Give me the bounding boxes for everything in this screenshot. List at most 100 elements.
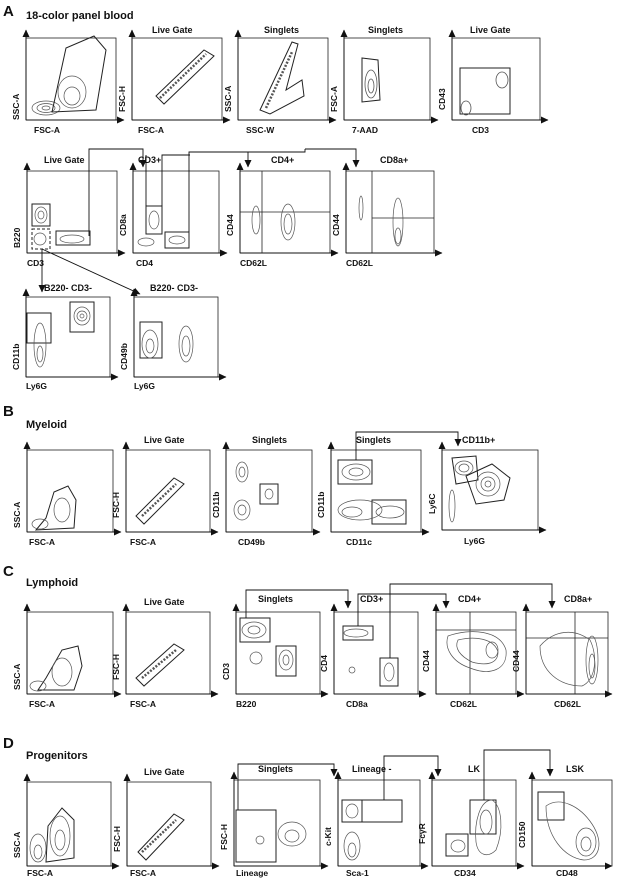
plot-a2-4-xlabel: CD62L — [346, 258, 373, 268]
plot-d-2: Live Gate FSC-A FSC-H — [112, 767, 220, 878]
plot-a2-3-ylabel: CD44 — [225, 214, 235, 236]
plot-a1-1: FSC-A SSC-A — [11, 29, 125, 135]
plot-c-2-xlabel: FSC-A — [130, 699, 156, 709]
plot-a2-1-ylabel: B220 — [12, 227, 22, 248]
connectors-b — [355, 431, 462, 460]
plot-b-4-gate: Singlets — [356, 435, 391, 445]
plot-c-5-ylabel: CD44 — [421, 650, 431, 672]
plot-b-2-gate: Live Gate — [144, 435, 185, 445]
panel-label-d: D — [3, 735, 14, 752]
plot-b-3: Singlets CD49b CD11b — [211, 435, 321, 547]
plot-d-4-gate: Lineage - — [352, 764, 392, 774]
plot-d-1-xlabel: FSC-A — [27, 868, 53, 878]
plot-a1-5-gate: Live Gate — [470, 25, 511, 35]
plot-d-3-xlabel: Lineage — [236, 868, 268, 878]
plot-a1-2-gate: Live Gate — [152, 25, 193, 35]
plot-d-1-ylabel: SSC-A — [12, 832, 22, 858]
plot-c-4: CD3+ CD8a CD4 — [319, 594, 427, 709]
plot-b-5-ylabel: Ly6C — [427, 494, 437, 514]
plot-a1-5-xlabel: CD3 — [472, 125, 489, 135]
plot-b-1-xlabel: FSC-A — [29, 537, 55, 547]
plot-a2-3: CD4+ CD62L CD44 — [225, 155, 339, 268]
plot-a1-4-ylabel: FSC-A — [329, 86, 339, 112]
plot-a3-1-xlabel: Ly6G — [26, 381, 47, 391]
plot-c-1: FSC-A SSC-A — [12, 603, 122, 709]
plot-a2-2-gate: CD3+ — [138, 155, 161, 165]
plot-c-6-gate: CD8a+ — [564, 594, 592, 604]
plot-d-2-ylabel: FSC-H — [112, 826, 122, 852]
plot-d-4-xlabel: Sca-1 — [346, 868, 369, 878]
plot-c-4-gate: CD3+ — [360, 594, 383, 604]
plot-b-3-xlabel: CD49b — [238, 537, 265, 547]
plot-a3-1-gate: B220- CD3- — [44, 283, 92, 293]
plot-c-4-xlabel: CD8a — [346, 699, 368, 709]
plot-a3-1-ylabel: CD11b — [11, 344, 21, 370]
plot-c-6-ylabel: CD44 — [511, 650, 521, 672]
plot-c-3-gate: Singlets — [258, 594, 293, 604]
plot-b-4-xlabel: CD11c — [346, 537, 372, 547]
panel-label-a: A — [3, 3, 14, 20]
plot-d-2-xlabel: FSC-A — [130, 868, 156, 878]
plot-d-2-gate: Live Gate — [144, 767, 185, 777]
plot-a3-2: B220- CD3- Ly6G CD49b — [119, 283, 227, 391]
connectors-c — [245, 583, 556, 658]
plot-d-5-ylabel: FcγR — [417, 823, 427, 844]
plot-c-6-xlabel: CD62L — [554, 699, 581, 709]
connectors-a2 — [38, 148, 360, 295]
plot-c-6: CD8a+ CD62L CD44 — [511, 594, 613, 709]
plot-a1-1-ylabel: SSC-A — [11, 94, 21, 120]
plot-b-3-gate: Singlets — [252, 435, 287, 445]
plot-a1-2-xlabel: FSC-A — [138, 125, 164, 135]
plot-a2-3-xlabel: CD62L — [240, 258, 267, 268]
plot-c-3-xlabel: B220 — [236, 699, 257, 709]
plot-c-5-gate: CD4+ — [458, 594, 481, 604]
plot-d-4-ylabel: c-Kit — [323, 827, 333, 846]
plot-a1-5-ylabel: CD43 — [437, 88, 447, 110]
plot-c-4-ylabel: CD4 — [319, 655, 329, 672]
plot-b-2: Live Gate FSC-A FSC-H — [111, 435, 219, 547]
plot-b-4: Singlets CD11c CD11b — [316, 435, 430, 547]
plot-d-5-gate: LK — [468, 764, 480, 774]
plot-c-2-gate: Live Gate — [144, 597, 185, 607]
plot-a3-2-gate: B220- CD3- — [150, 283, 198, 293]
plot-a3-2-ylabel: CD49b — [119, 343, 129, 370]
plot-b-2-xlabel: FSC-A — [130, 537, 156, 547]
section-title-c: Lymphoid — [26, 577, 78, 589]
section-title-b: Myeloid — [26, 419, 67, 431]
plot-b-4-ylabel: CD11b — [316, 492, 326, 518]
plot-d-5: LK CD34 FcγR — [417, 764, 525, 878]
plot-a1-4: Singlets 7-AAD FSC-A — [329, 25, 439, 135]
plot-d-6-ylabel: CD150 — [517, 821, 527, 848]
plot-d-6-gate: LSK — [566, 764, 585, 774]
plot-a2-1-xlabel: CD3 — [27, 258, 44, 268]
plot-c-3-ylabel: CD3 — [221, 663, 231, 680]
plot-a1-3-xlabel: SSC-W — [246, 125, 275, 135]
plot-a3-2-xlabel: Ly6G — [134, 381, 155, 391]
plot-b-1: FSC-A SSC-A — [12, 441, 122, 547]
plot-b-5: CD11b+ Ly6G Ly6C — [427, 435, 547, 546]
plot-a2-3-gate: CD4+ — [271, 155, 294, 165]
plot-c-3: Singlets B220 CD3 — [221, 594, 329, 709]
plot-a2-4-gate: CD8a+ — [380, 155, 408, 165]
plot-a1-3-ylabel: SSC-A — [223, 86, 233, 112]
plot-a3-1: B220- CD3- Ly6G CD11b — [11, 283, 119, 391]
plot-a1-4-gate: Singlets — [368, 25, 403, 35]
plot-a1-2: Live Gate FSC-A FSC-H — [117, 25, 231, 135]
plot-c-5-xlabel: CD62L — [450, 699, 477, 709]
plot-a2-4-ylabel: CD44 — [331, 214, 341, 236]
plot-c-1-xlabel: FSC-A — [29, 699, 55, 709]
plot-a1-1-xlabel: FSC-A — [34, 125, 60, 135]
plot-b-1-ylabel: SSC-A — [12, 502, 22, 528]
plot-a2-1: Live Gate CD3 B220 — [12, 155, 126, 268]
plot-c-1-ylabel: SSC-A — [12, 664, 22, 690]
plot-a1-2-ylabel: FSC-H — [117, 86, 127, 112]
plot-d-1: FSC-A SSC-A — [12, 773, 120, 878]
plot-a1-3: Singlets SSC-W SSC-A — [223, 25, 337, 135]
panel-label-c: C — [3, 563, 14, 580]
plot-b-5-gate: CD11b+ — [462, 435, 495, 445]
plot-b-5-xlabel: Ly6G — [464, 536, 485, 546]
plot-d-4: Lineage - Sca-1 c-Kit — [323, 764, 429, 878]
plot-d-3-gate: Singlets — [258, 764, 293, 774]
panel-label-b: B — [3, 403, 14, 420]
